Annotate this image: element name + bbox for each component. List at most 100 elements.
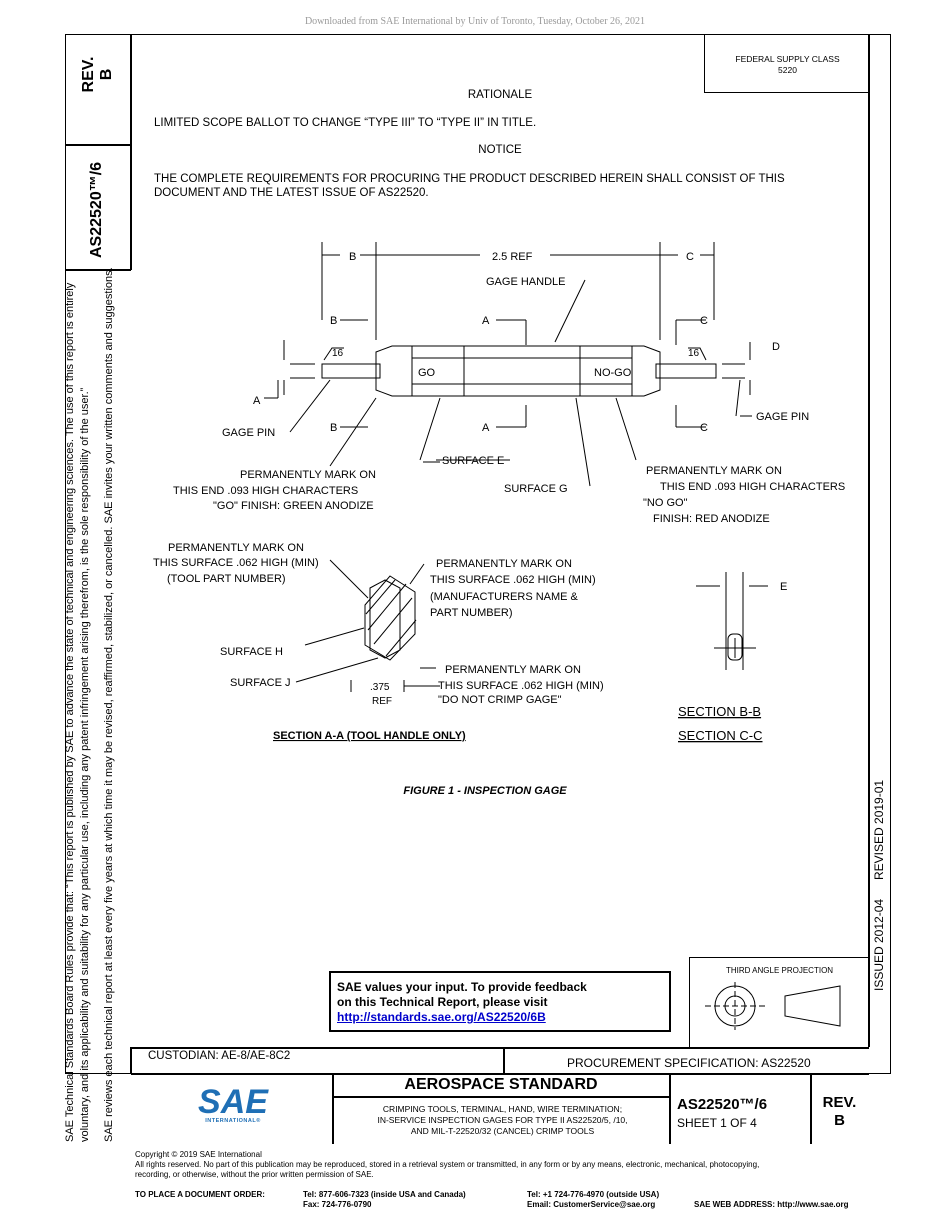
rationale-heading: RATIONALE <box>467 89 533 101</box>
footer-copyright: Copyright © 2019 SAE International <box>135 1150 262 1159</box>
title-block-number-divider <box>669 1073 671 1144</box>
feedback-link[interactable]: http://standards.sae.org/AS22520/6B <box>337 1010 546 1024</box>
footer: Copyright © 2019 SAE International All r… <box>135 1150 895 1180</box>
dim-375: .375 <box>370 682 390 693</box>
label-go: GO <box>418 367 436 379</box>
label-a-side: A <box>253 395 261 407</box>
order-tel-intl: Tel: +1 724-776-4970 (outside USA) <box>527 1190 660 1199</box>
title-block-logo-divider <box>332 1073 334 1144</box>
title-rev: REV. B <box>822 1094 857 1129</box>
revised-date: REVISED 2019-01 <box>872 779 886 880</box>
label-e: E <box>780 581 787 593</box>
label-surface-j: SURFACE J <box>230 677 291 689</box>
mark-nogo-1: PERMANENTLY MARK ON <box>646 465 782 477</box>
rationale-text: LIMITED SCOPE BALLOT TO CHANGE “TYPE III… <box>154 117 537 129</box>
title-block-line-2 <box>131 1073 869 1075</box>
notice-heading: NOTICE <box>478 144 522 156</box>
label-nogo: NO-GO <box>594 367 632 379</box>
web-address: SAE WEB ADDRESS: http://www.sae.org <box>694 1200 849 1209</box>
dim-ref: 2.5 REF <box>492 251 533 263</box>
label-a-lower: A <box>482 422 490 434</box>
mark-mfr-4: PART NUMBER) <box>430 607 513 619</box>
document-title: CRIMPING TOOLS, TERMINAL, HAND, WIRE TER… <box>377 1104 628 1136</box>
title-block-custodian-divider <box>503 1047 505 1074</box>
section-bb-label: SECTION B-B <box>678 704 761 719</box>
sae-logo-mark: SAE <box>198 1083 268 1121</box>
footer-rights-2: recording, or otherwise, without the pri… <box>135 1170 374 1179</box>
inspection-gage-drawing: B 2.5 REF C GAGE HANDLE B A C B A C 16 1… <box>153 242 845 743</box>
label-surface-e: SURFACE E <box>442 455 504 467</box>
label-gage-pin-right: GAGE PIN <box>756 411 809 423</box>
title-block-rev-divider <box>810 1073 812 1144</box>
mark-mfr-2: THIS SURFACE .062 HIGH (MIN) <box>430 574 596 586</box>
mark-go-2: THIS END .093 HIGH CHARACTERS <box>173 485 358 497</box>
label-surface-g: SURFACE G <box>504 483 568 495</box>
right-strip-border <box>868 34 870 1047</box>
left-rev: REV. B <box>80 56 115 93</box>
third-angle-label: THIRD ANGLE PROJECTION <box>725 966 834 975</box>
dim-375-ref: REF <box>372 696 392 707</box>
label-gage-pin-left: GAGE PIN <box>222 427 275 439</box>
title-doc-number: AS22520™/6 <box>677 1096 768 1113</box>
label-gage-handle: GAGE HANDLE <box>486 276 565 288</box>
title-block-left <box>130 1047 132 1074</box>
title-block-standard-line <box>332 1096 670 1098</box>
mark-crimp-3: "DO NOT CRIMP GAGE" <box>438 694 562 706</box>
section-cc-label: SECTION C-C <box>678 728 763 743</box>
order-tel-us: Tel: 877-606-7323 (inside USA and Canada… <box>303 1190 466 1199</box>
order-email: Email: CustomerService@sae.org <box>527 1200 656 1209</box>
figure-caption: FIGURE 1 - INSPECTION GAGE <box>403 785 567 797</box>
mark-mfr-3: (MANUFACTURERS NAME & <box>430 591 579 603</box>
disclaimer-line-3: SAE reviews each technical report at lea… <box>103 267 115 1142</box>
download-notice: Downloaded from SAE International by Uni… <box>304 16 646 27</box>
third-angle-symbol <box>705 982 841 1030</box>
notice-text: THE COMPLETE REQUIREMENTS FOR PROCURING … <box>154 173 785 199</box>
dim-c-top: C <box>686 251 694 263</box>
order-fax: Fax: 724-776-0790 <box>303 1200 372 1209</box>
mark-tool-1: PERMANENTLY MARK ON <box>168 542 304 554</box>
label-a-upper: A <box>482 315 490 327</box>
federal-supply-box: FEDERAL SUPPLY CLASS 5220 <box>704 34 870 93</box>
label-c-lower: C <box>700 422 708 434</box>
sae-logo-sub: INTERNATIONAL® <box>205 1118 261 1124</box>
aerospace-standard: AEROSPACE STANDARD <box>404 1076 598 1093</box>
sheet-number: SHEET 1 OF 4 <box>677 1116 757 1130</box>
mark-go-1: PERMANENTLY MARK ON <box>240 469 376 481</box>
left-docnum-divider <box>65 269 131 271</box>
mark-go-3: "GO" FINISH: GREEN ANODIZE <box>213 500 374 512</box>
footer-rights-1: All rights reserved. No part of this pub… <box>135 1160 760 1169</box>
label-b-lower: B <box>330 422 337 434</box>
issued-date: ISSUED 2012-04 <box>872 898 886 991</box>
mark-crimp-1: PERMANENTLY MARK ON <box>445 664 581 676</box>
label-surface-h: SURFACE H <box>220 646 283 658</box>
left-rev-divider <box>65 144 131 146</box>
federal-supply-label: FEDERAL SUPPLY CLASS <box>735 54 840 64</box>
mark-nogo-4: FINISH: RED ANODIZE <box>653 513 770 525</box>
disclaimer-line-2: voluntary, and its applicability and sui… <box>79 387 91 1142</box>
mark-tool-3: (TOOL PART NUMBER) <box>167 573 286 585</box>
title-block-top <box>131 1047 869 1049</box>
sae-logo: SAE INTERNATIONAL® <box>198 1083 268 1124</box>
label-d: D <box>772 341 780 353</box>
feedback-box: SAE values your input. To provide feedba… <box>329 971 671 1032</box>
label-c-upper: C <box>700 315 708 327</box>
label-b-upper: B <box>330 315 337 327</box>
dim-b-top: B <box>349 251 356 263</box>
left-doc-number: AS22520™/6 <box>88 161 105 258</box>
mark-mfr-1: PERMANENTLY MARK ON <box>436 558 572 570</box>
feedback-line-1: SAE values your input. To provide feedba… <box>337 980 587 994</box>
mark-crimp-2: THIS SURFACE .062 HIGH (MIN) <box>438 680 604 692</box>
order-label: TO PLACE A DOCUMENT ORDER: <box>135 1190 265 1199</box>
surface-finish-left: 16 <box>332 348 344 359</box>
federal-supply-class: 5220 <box>778 65 797 75</box>
third-angle-box: THIRD ANGLE PROJECTION <box>689 957 869 1048</box>
custodian: CUSTODIAN: AE-8/AE-8C2 <box>148 1050 291 1062</box>
left-column-border <box>130 34 132 270</box>
procurement-spec: PROCUREMENT SPECIFICATION: AS22520 <box>567 1056 811 1070</box>
mark-tool-2: THIS SURFACE .062 HIGH (MIN) <box>153 557 319 569</box>
feedback-line-2: on this Technical Report, please visit <box>337 995 548 1009</box>
mark-nogo-3: "NO GO" <box>643 497 688 509</box>
surface-finish-right: 16 <box>688 348 700 359</box>
disclaimer-line-1: SAE Technical Standards Board Rules prov… <box>64 282 76 1142</box>
section-aa-label: SECTION A-A (TOOL HANDLE ONLY) <box>273 730 466 742</box>
